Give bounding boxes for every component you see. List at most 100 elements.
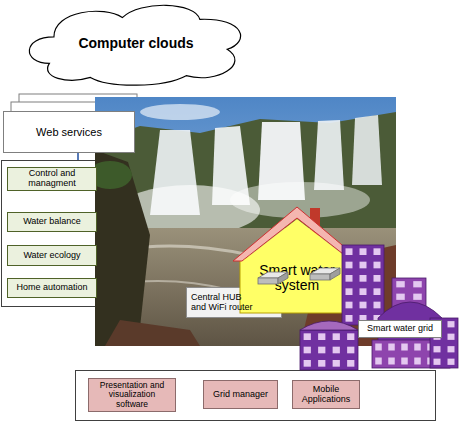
building-window — [333, 360, 340, 367]
node-label: Computer clouds — [78, 36, 193, 51]
building-window — [388, 344, 395, 351]
left-cliff — [95, 150, 150, 346]
building-window — [346, 288, 353, 295]
foam — [120, 246, 250, 255]
building-window — [360, 248, 367, 255]
module-box: Water ecology — [7, 245, 97, 266]
router-top — [258, 272, 288, 278]
building-window — [434, 359, 441, 365]
building-window — [375, 344, 382, 351]
building-window — [304, 333, 311, 340]
building-window — [346, 248, 353, 255]
module-box: Control and managment — [7, 167, 97, 191]
node-label: Water ecology — [23, 251, 80, 261]
building-window — [304, 360, 311, 367]
building-window — [304, 347, 311, 354]
node-label: Central HUB and WiFi router — [191, 293, 259, 313]
building-window — [396, 281, 405, 287]
building-window — [413, 281, 422, 287]
house-outline — [232, 204, 362, 314]
cloud-shape — [29, 5, 240, 85]
building-window — [427, 358, 434, 365]
building-window — [374, 302, 381, 309]
building-window — [374, 248, 381, 255]
node-label: Mobile Applications — [296, 385, 356, 405]
router-side — [330, 268, 340, 280]
node-label: Smart water system — [244, 263, 350, 294]
cloud-wisp — [140, 104, 220, 120]
building-window — [396, 306, 405, 312]
falls — [352, 115, 382, 185]
building-window — [434, 346, 441, 352]
building-window — [346, 315, 353, 322]
router-side — [278, 272, 288, 284]
building-window — [318, 347, 325, 354]
router-icon — [258, 272, 288, 284]
building-window — [413, 306, 422, 312]
building-window — [448, 321, 455, 327]
building-window — [448, 334, 455, 340]
building-window — [374, 262, 381, 269]
node-label: Presentation and visualization software — [92, 381, 172, 409]
waterfall-photo — [95, 97, 396, 346]
node-label: Home automation — [16, 283, 87, 293]
building — [300, 330, 358, 370]
building-window — [396, 294, 405, 300]
cliff — [95, 112, 396, 240]
building — [372, 340, 450, 368]
foliage — [95, 161, 132, 189]
smart-grid-buildings — [300, 245, 458, 370]
building-window — [401, 344, 408, 351]
router-front — [310, 274, 330, 280]
building-window — [388, 358, 395, 365]
building-window — [401, 358, 408, 365]
house-roof — [233, 207, 361, 261]
node-label: Web services — [36, 126, 102, 138]
building-window — [333, 333, 340, 340]
software-container — [76, 371, 436, 421]
router-front — [258, 278, 278, 284]
node-label: Grid manager — [213, 390, 268, 400]
building-window — [347, 347, 354, 354]
service-box: Web services — [3, 111, 135, 153]
building-window — [427, 344, 434, 351]
node-label: Water balance — [23, 217, 81, 227]
building-window — [318, 360, 325, 367]
rocks — [105, 320, 200, 346]
building-window — [374, 275, 381, 282]
falls — [212, 126, 250, 205]
falls — [150, 130, 200, 215]
building-window — [360, 275, 367, 282]
building-window — [346, 302, 353, 309]
building-window — [333, 347, 340, 354]
router-top — [310, 268, 340, 274]
cloud-node: Computer clouds — [22, 0, 250, 88]
house-gable — [244, 219, 350, 260]
sky — [95, 97, 396, 346]
building-window — [414, 344, 421, 351]
building-window — [347, 360, 354, 367]
building-window — [448, 359, 455, 365]
building-window — [448, 346, 455, 352]
software-box: Presentation and visualization software — [88, 378, 176, 412]
building — [342, 245, 384, 325]
building-window — [360, 302, 367, 309]
software-box: Mobile Applications — [292, 380, 360, 409]
mist — [120, 185, 260, 235]
software-box: Grid manager — [203, 380, 278, 409]
building-window — [346, 275, 353, 282]
roof-vault — [300, 321, 358, 330]
building-window — [360, 288, 367, 295]
house-node: Smart water system — [232, 204, 362, 314]
building-window — [374, 288, 381, 295]
module-box: Water balance — [7, 212, 97, 232]
building-window — [414, 358, 421, 365]
building-window — [318, 333, 325, 340]
falls — [258, 122, 305, 200]
grid-label-box: Smart water grid — [358, 320, 442, 338]
module-container — [2, 161, 106, 307]
router-icon — [310, 268, 340, 280]
house-body — [240, 259, 354, 313]
link-line — [77, 153, 79, 161]
node-label: Control and managment — [11, 169, 93, 189]
